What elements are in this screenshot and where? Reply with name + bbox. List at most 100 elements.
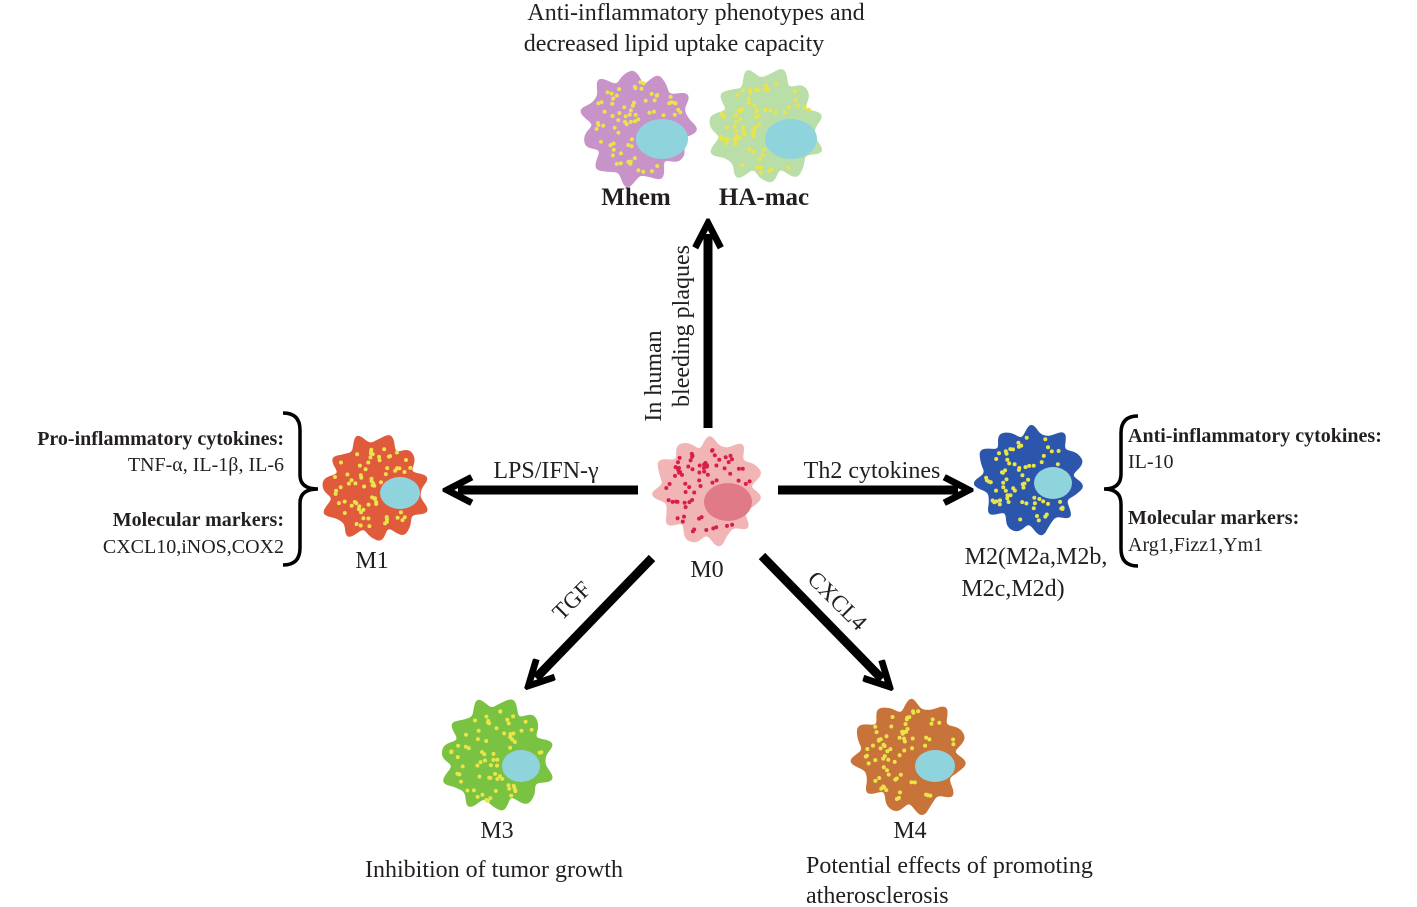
cell-granule [618, 161, 623, 166]
cell-granule [763, 87, 768, 92]
m2-label-line2: M2c,M2d) [961, 576, 1064, 602]
cell-granule [643, 98, 648, 103]
m4-label: M4 [893, 818, 926, 844]
cell-granule [1031, 506, 1036, 511]
cell-granule [617, 111, 622, 115]
cell-granule [879, 786, 884, 791]
cell-granule [717, 457, 722, 462]
cell-granule [610, 153, 615, 158]
cell-granule [345, 472, 350, 477]
cell-granule [758, 157, 762, 162]
cell-granule [714, 525, 719, 530]
cell-granule [614, 161, 619, 166]
cell-granule [701, 466, 706, 470]
ha-mac-label: HA-mac [719, 184, 809, 211]
cell-granule [924, 735, 929, 740]
cell-granule [916, 709, 921, 714]
cell-granule [1005, 457, 1010, 462]
cell-granule [690, 454, 695, 459]
cell-granule [705, 472, 710, 477]
cell-nucleus [704, 483, 752, 521]
cell-granule [754, 115, 759, 120]
cell-granule [998, 498, 1002, 503]
cell-granule [734, 129, 739, 134]
cell-granule [885, 768, 889, 773]
cell-granule [649, 91, 654, 96]
m1-markers-heading: Molecular markers: [113, 509, 284, 531]
cell-granule [359, 510, 363, 515]
cell-granule [897, 753, 902, 758]
cell-granule [349, 503, 354, 508]
cell-granule [633, 119, 638, 124]
cell-granule [610, 114, 615, 118]
cell-granule [873, 778, 878, 783]
cell-granule [865, 747, 870, 751]
cell-granule [990, 498, 995, 503]
cell-granule [718, 134, 723, 139]
cell-granule [1020, 473, 1025, 478]
cell-granule [333, 491, 338, 496]
cell-granule [608, 143, 613, 148]
cell-granule [1039, 460, 1044, 465]
cell-granule [752, 129, 756, 134]
cell-granule [754, 109, 758, 114]
cell-granule [746, 96, 751, 101]
cell-granule [881, 756, 886, 761]
cell-granule [523, 719, 528, 724]
cell-granule [367, 524, 372, 529]
cell-granule [449, 750, 454, 755]
cell-granule [488, 796, 493, 801]
cell-granule [1017, 466, 1022, 470]
cell-granule [747, 101, 752, 106]
cell-granule [1044, 512, 1049, 517]
cell-granule [464, 732, 468, 737]
cell-granule [994, 488, 998, 493]
cell-granule [677, 466, 681, 470]
cell-granule [666, 498, 671, 503]
cell-granule [483, 758, 487, 763]
cell-granule [730, 457, 734, 462]
cell-granule [738, 117, 743, 122]
cell-granule [616, 118, 621, 123]
cell-granule [668, 94, 673, 99]
cell-granule [655, 93, 660, 97]
m2-markers: Arg1,Fizz1,Ym1 [1128, 534, 1263, 556]
cell-granule [884, 788, 889, 793]
cell-granule [1006, 500, 1011, 504]
cell-granule [632, 100, 636, 105]
cell-granule [1049, 449, 1054, 454]
cell-granule [786, 165, 791, 170]
cell-m2 [973, 424, 1083, 536]
cell-granule [529, 727, 534, 732]
cell-granule [1060, 505, 1065, 510]
cell-granule [649, 169, 654, 174]
cell-granule [475, 737, 480, 742]
mhem-label: Mhem [601, 184, 671, 211]
cell-granule [366, 502, 371, 507]
cell-ha-mac [709, 69, 823, 183]
cell-nucleus [636, 119, 688, 159]
m1-cytokines: TNF-α, IL-1β, IL-6 [128, 454, 284, 476]
cell-granule [670, 499, 675, 504]
cell-granule [896, 795, 901, 800]
cell-granule [1022, 481, 1027, 486]
cell-granule [751, 150, 756, 154]
cell-granule [930, 717, 935, 722]
cell-granule [513, 789, 518, 794]
cell-granule [898, 772, 903, 777]
cell-granule [793, 89, 797, 94]
cell-granule [641, 81, 646, 86]
cell-granule [363, 467, 368, 472]
cell-granule [732, 124, 737, 129]
cell-granule [641, 169, 646, 174]
cell-nucleus [380, 477, 420, 509]
cell-granule [616, 130, 621, 135]
cell-granule [904, 729, 908, 734]
cell-granule [1043, 437, 1048, 442]
cell-granule [636, 168, 641, 173]
cell-granule [336, 501, 341, 506]
cell-granule [688, 458, 693, 463]
cell-granule [728, 471, 733, 476]
cell-granule [733, 112, 738, 117]
cell-granule [655, 164, 660, 168]
